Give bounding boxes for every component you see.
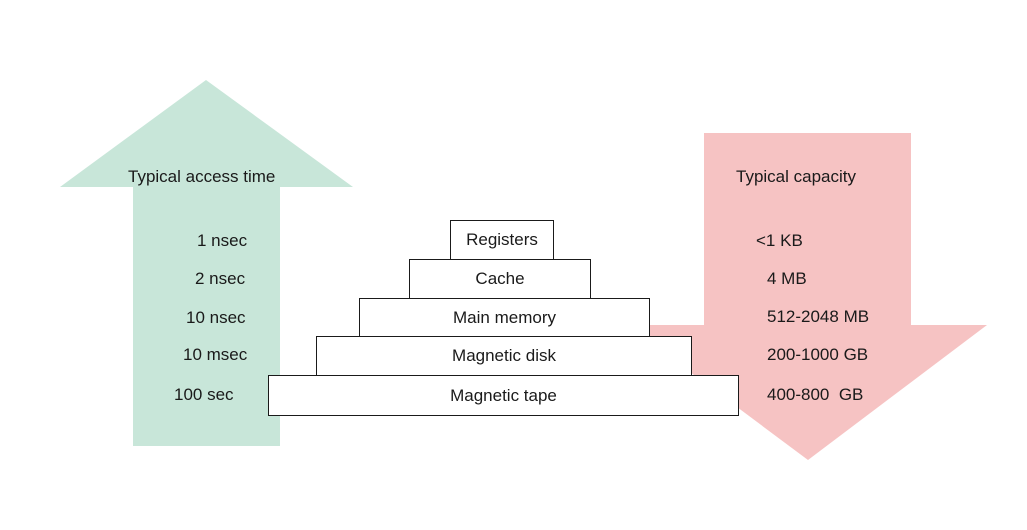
capacity-magnetic-disk: 200-1000 GB (767, 345, 869, 364)
access-time-main-memory: 10 nsec (186, 308, 246, 327)
access-time-cache: 2 nsec (195, 269, 246, 288)
capacity-registers: <1 KB (756, 231, 803, 250)
access-time-magnetic-tape: 100 sec (174, 385, 234, 404)
capacity-cache: 4 MB (767, 269, 807, 288)
access-time-up-arrow (60, 80, 353, 446)
access-time-registers: 1 nsec (197, 231, 248, 250)
tier-magnetic-disk: Magnetic disk (316, 336, 692, 376)
access-time-heading: Typical access time (128, 167, 276, 186)
access-time-magnetic-disk: 10 msec (183, 345, 248, 364)
tier-main-memory: Main memory (359, 298, 650, 337)
capacity-heading: Typical capacity (736, 167, 856, 186)
capacity-main-memory: 512-2048 MB (767, 307, 870, 326)
tier-magnetic-tape: Magnetic tape (268, 375, 739, 416)
tier-registers: Registers (450, 220, 554, 260)
tier-cache: Cache (409, 259, 591, 299)
capacity-magnetic-tape: 400-800 GB (767, 385, 864, 404)
